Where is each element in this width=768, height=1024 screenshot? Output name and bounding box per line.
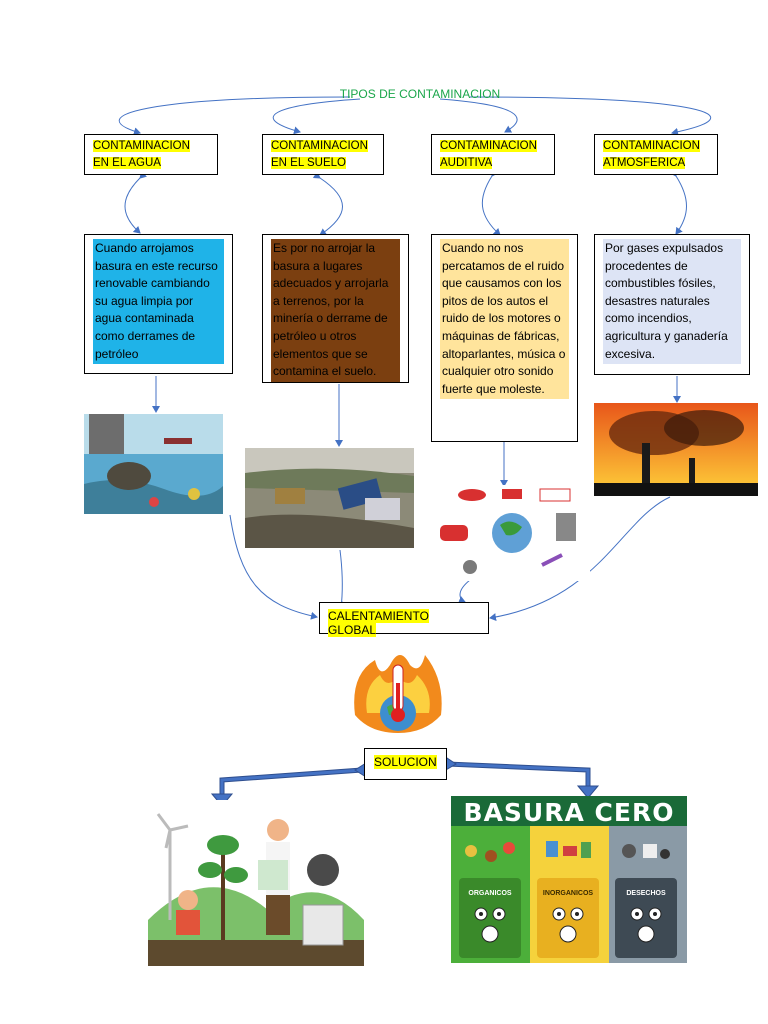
description-air-pollution: Por gases expulsados procedentes de comb… [594,234,750,375]
hot-earth-thermometer-icon [345,645,451,737]
planting-recycling-illustration [148,800,364,966]
global-warming-box: CALENTAMIENTO GLOBAL [319,602,489,637]
waste-bin-label: DESECHOS [626,890,666,897]
inorganic-bin-label: INORGANICOS [542,890,594,897]
soil-pollution-image [245,448,414,548]
header-water-pollution: CONTAMINACION EN EL AGUA [84,134,218,175]
bin-faces-icon [465,841,670,943]
noise-pollution-image [432,485,590,581]
header-air-pollution: CONTAMINACION ATMOSFERICA [594,134,718,175]
waste-bin [615,878,677,958]
basura-cero-poster: BASURA CERO ORGANICOS INORGANICOS DESECH… [451,796,687,963]
header-soil-pollution: CONTAMINACION EN EL SUELO [262,134,384,175]
organic-bin-label: ORGANICOS [468,890,512,897]
water-pollution-image [84,414,223,514]
diagram-title: TIPOS DE CONTAMINACION [339,87,501,101]
poster-title: BASURA CERO [463,798,675,827]
solution-box: SOLUCION [364,748,447,780]
description-water-pollution: Cuando arrojamos basura en este recurso … [84,234,233,374]
header-noise-pollution: CONTAMINACION AUDITIVA [431,134,555,175]
description-noise-pollution: Cuando no nos percatamos de el ruido que… [431,234,578,442]
inorganic-bin [537,878,599,958]
air-pollution-image [594,403,758,496]
organic-bin [459,878,521,958]
description-soil-pollution: Es por no arrojar la basura a lugares ad… [262,234,409,383]
